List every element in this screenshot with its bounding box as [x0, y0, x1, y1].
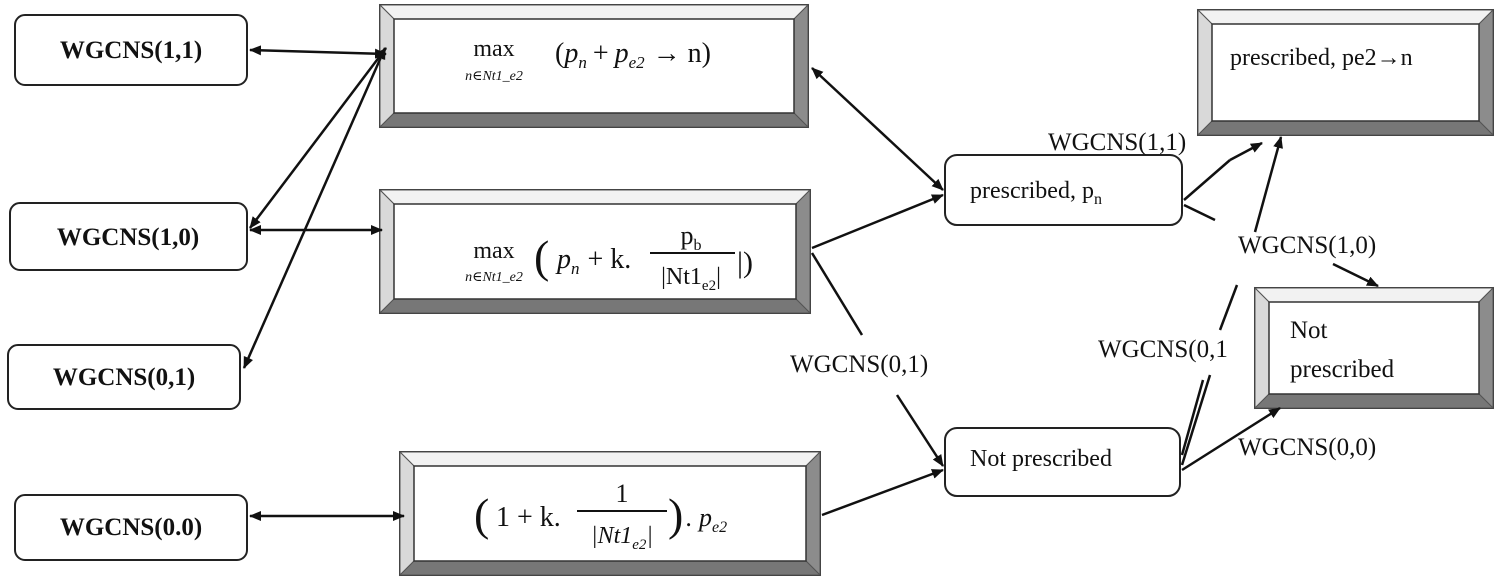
formula-2-pn: p: [555, 244, 571, 275]
arrow-f3-notprescribed: [821, 468, 944, 517]
formula-3-denominator-close: |: [646, 523, 653, 549]
formula-1-subscript: n∈Nt1_e2: [465, 69, 523, 84]
formula-1-pe: p: [613, 38, 629, 69]
svg-text:): ): [668, 489, 683, 540]
edge-label-wg11: WGCNS(1,1): [1048, 129, 1186, 156]
svg-text:|Nt1e2|: |Nt1e2|: [661, 264, 721, 294]
svg-text:(: (: [534, 231, 549, 282]
edge-label-wg10: WGCNS(1,0): [1238, 232, 1376, 259]
formula-1-tail: → n): [653, 38, 711, 69]
arrow-wg01-notprescribed: [895, 394, 945, 467]
input-label-wgcns-00: WGCNS(0.0): [60, 514, 202, 541]
formula-3-denominator-sub: e2: [632, 537, 647, 553]
line-f2-wg01: [810, 252, 864, 336]
line-prescribed-wg11: [1183, 159, 1231, 201]
formula-1-max: max: [473, 36, 514, 62]
svg-text:pb: pb: [681, 221, 702, 254]
formula-2-close: |): [737, 246, 753, 279]
input-box-wgcns-00: WGCNS(0.0): [14, 494, 248, 561]
line-prescribed-wg10: [1183, 203, 1216, 222]
svg-text:(: (: [474, 489, 489, 540]
svg-text:pn+ k.: pn + k.: [555, 244, 631, 278]
formula-2-plus-k: + k.: [588, 244, 632, 275]
formula-1-pn-sub: n: [578, 53, 587, 72]
edge-label-wg01-right: WGCNS(0,1: [1098, 336, 1228, 363]
formula-3-denominator: |Nt1: [591, 523, 632, 549]
formula-3: ( 1 + k. 1 |Nt1e2| ) . pe2: [474, 479, 727, 553]
formula-2: max n∈Nt1_e2 ( pn+ k. pb |Nt1e2| |): [465, 221, 753, 294]
formula-2-pn-sub: n: [571, 259, 580, 278]
connectors: [242, 45, 1379, 521]
formula-box-3: [398, 450, 822, 577]
node-not-prescribed-label: Not prescribed: [970, 446, 1112, 472]
line-notprescribed-wg01: [1180, 379, 1205, 456]
node-prescribed-pn-sub: n: [1094, 191, 1102, 208]
arrow-f1-prescribed: [811, 67, 944, 191]
input-label-wgcns-01: WGCNS(0,1): [53, 364, 195, 391]
output-not-prescribed-line2: prescribed: [1290, 356, 1395, 383]
node-not-prescribed: Not prescribed: [944, 427, 1181, 497]
svg-text:. pe2: . pe2: [686, 503, 727, 536]
formula-3-trail-sub: e2: [712, 519, 727, 536]
formula-2-denominator-close: |: [716, 264, 721, 290]
arrow-f2-prescribed: [811, 193, 944, 250]
node-prescribed-pn-label: prescribed, p: [970, 178, 1094, 204]
input-label-wgcns-10: WGCNS(1,0): [57, 224, 199, 251]
input-label-wgcns-11: WGCNS(1,1): [60, 37, 202, 64]
line-wg01-up: [1218, 284, 1239, 331]
line-notprescribed-up2: [1180, 374, 1212, 466]
formula-1-plus: +: [593, 38, 609, 69]
output-box-prescribed-pe2: prescribed, pe2→n: [1196, 8, 1495, 137]
formula-2-numerator-sub: b: [694, 237, 702, 254]
formula-2-subscript: n∈Nt1_e2: [465, 270, 523, 285]
edge-label-wg01-middle: WGCNS(0,1): [790, 351, 928, 378]
svg-text:(pn+pe2→ n): (pn+pe2→ n): [555, 38, 711, 72]
formula-2-numerator: p: [681, 221, 694, 250]
formula-2-max: max: [473, 238, 514, 264]
formula-1-pn: p: [562, 38, 578, 69]
formula-3-trail: . p: [686, 503, 712, 532]
arrow-wg01-f1: [242, 47, 387, 369]
formula-box-1: [378, 3, 810, 129]
output-box-not-prescribed: Not prescribed: [1253, 286, 1495, 410]
arrow-wg11-out1: [1229, 141, 1263, 162]
formula-1-pe-sub: e2: [629, 53, 646, 72]
input-box-wgcns-01: WGCNS(0,1): [7, 344, 241, 410]
arrow-wg10-out2: [1332, 262, 1379, 288]
formula-3-lead: 1 + k.: [496, 502, 561, 533]
formula-3-numerator: 1: [616, 479, 629, 508]
output-not-prescribed-line1: Not: [1290, 317, 1328, 344]
formula-box-2: [378, 188, 812, 315]
node-prescribed-pn: prescribed, pn: [944, 154, 1183, 226]
svg-text:|Nt1e2|: |Nt1e2|: [591, 523, 653, 553]
edge-label-wg00: WGCNS(0,0): [1238, 434, 1376, 461]
arrow-notprescribed-out2: [1181, 406, 1281, 472]
arrow-wg11-f1: [249, 45, 387, 59]
formula-1: max n∈Nt1_e2 (pn+pe2→ n): [465, 36, 711, 84]
formula-2-denominator-sub: e2: [702, 278, 716, 294]
svg-text:prescribed, pn: prescribed, pn: [970, 178, 1102, 208]
input-box-wgcns-11: WGCNS(1,1): [14, 14, 248, 86]
formula-1-open-paren: (: [555, 38, 564, 69]
output-prescribed-pe2-label: prescribed, pe2→n: [1230, 45, 1413, 71]
input-box-wgcns-10: WGCNS(1,0): [9, 202, 248, 271]
formula-2-denominator: |Nt1: [661, 264, 702, 290]
arrow-wg01-out1: [1253, 136, 1283, 233]
